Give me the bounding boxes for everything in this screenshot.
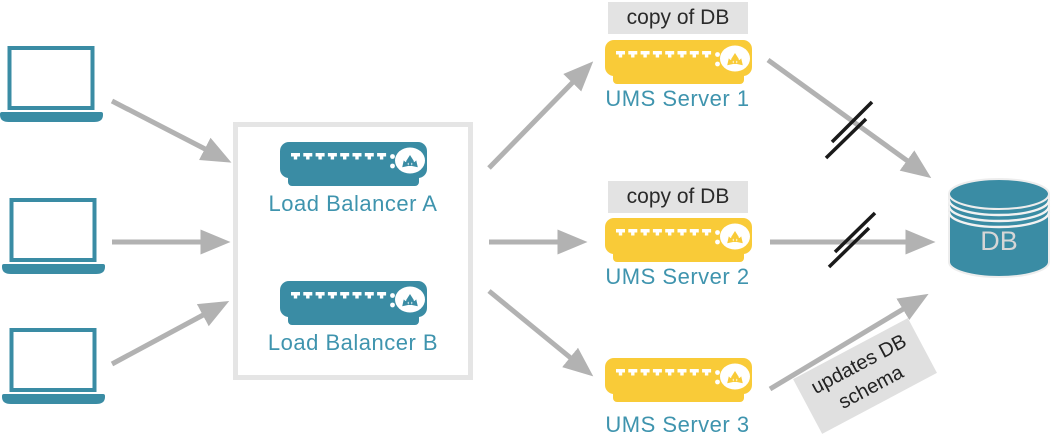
database-cylinder-icon: DB (947, 178, 1051, 278)
db-label: DB (980, 226, 1018, 256)
broken-link-slash-ums1 (824, 117, 868, 160)
rack-server-icon (605, 358, 752, 402)
laptop-icon (0, 46, 103, 124)
rack-server-icon (280, 281, 427, 325)
arrow-ums1-to-db (766, 57, 932, 179)
rack-server-icon (280, 142, 427, 186)
load-balancer-b-label: Load Balancer B (267, 330, 439, 355)
copy-of-db-badge: copy of DB (608, 2, 748, 34)
ums-server-2-label: UMS Server 2 (605, 264, 750, 289)
arrow-client3-to-lb (110, 300, 230, 367)
load-balancer-group-box (233, 122, 473, 380)
copy-of-db-badge: copy of DB (608, 181, 748, 213)
broken-link-slash-ums1 (830, 100, 874, 144)
laptop-icon (2, 198, 105, 276)
load-balancer-a-label: Load Balancer A (268, 191, 438, 216)
arrow-lb-to-ums3 (487, 289, 594, 377)
rack-server-icon (605, 218, 752, 262)
arrow-lb-to-ums1 (487, 61, 594, 170)
broken-link-slash-ums2 (833, 211, 877, 254)
rack-server-icon (605, 40, 752, 84)
ums-server-1-label: UMS Server 1 (605, 86, 750, 111)
ums-server-3-label: UMS Server 3 (605, 412, 750, 437)
laptop-icon (2, 328, 105, 406)
arrow-client1-to-lb (110, 98, 232, 163)
broken-link-slash-ums2 (827, 226, 871, 269)
arrow-ums3-to-db (768, 293, 929, 392)
